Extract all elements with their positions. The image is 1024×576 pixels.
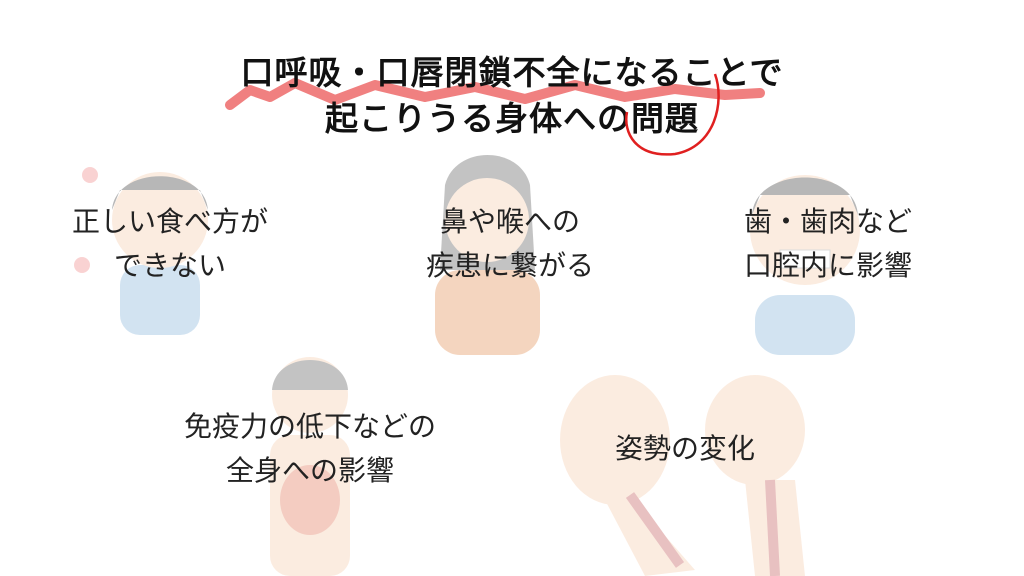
boy-teeth-illustration <box>750 175 860 355</box>
problem-nose-throat-line2: 疾患に繋がる <box>425 249 594 282</box>
boy-eating-illustration <box>74 167 208 335</box>
woman-coughing-illustration <box>435 155 540 355</box>
problem-nose-throat: 鼻や喉への 疾患に繋がる <box>380 200 640 288</box>
problem-eating: 正しい食べ方が できない <box>40 200 300 288</box>
problem-posture-line1: 姿勢の変化 <box>614 432 755 465</box>
problem-oral-line1: 歯・歯肉など <box>743 205 912 238</box>
red-circle-highlight <box>625 73 720 156</box>
problem-eating-line2: できない <box>113 249 226 282</box>
body-organs-illustration <box>270 357 350 576</box>
wavy-underline-decoration <box>225 78 765 110</box>
problem-immunity-line2: 全身への影響 <box>225 454 394 487</box>
posture-spine-illustration <box>560 375 805 576</box>
problem-oral: 歯・歯肉など 口腔内に影響 <box>698 200 958 288</box>
problem-immunity-line1: 免疫力の低下などの <box>183 410 436 443</box>
problem-posture: 姿勢の変化 <box>565 427 805 471</box>
problem-immunity: 免疫力の低下などの 全身への影響 <box>160 405 460 493</box>
problem-eating-line1: 正しい食べ方が <box>71 205 268 238</box>
problem-oral-line2: 口腔内に影響 <box>743 249 912 282</box>
title-line-1: 口呼吸・口唇閉鎖不全になることで <box>240 53 784 92</box>
problem-nose-throat-line1: 鼻や喉への <box>439 205 580 238</box>
title-line-2: 起こりうる身体への問題 <box>325 99 699 138</box>
